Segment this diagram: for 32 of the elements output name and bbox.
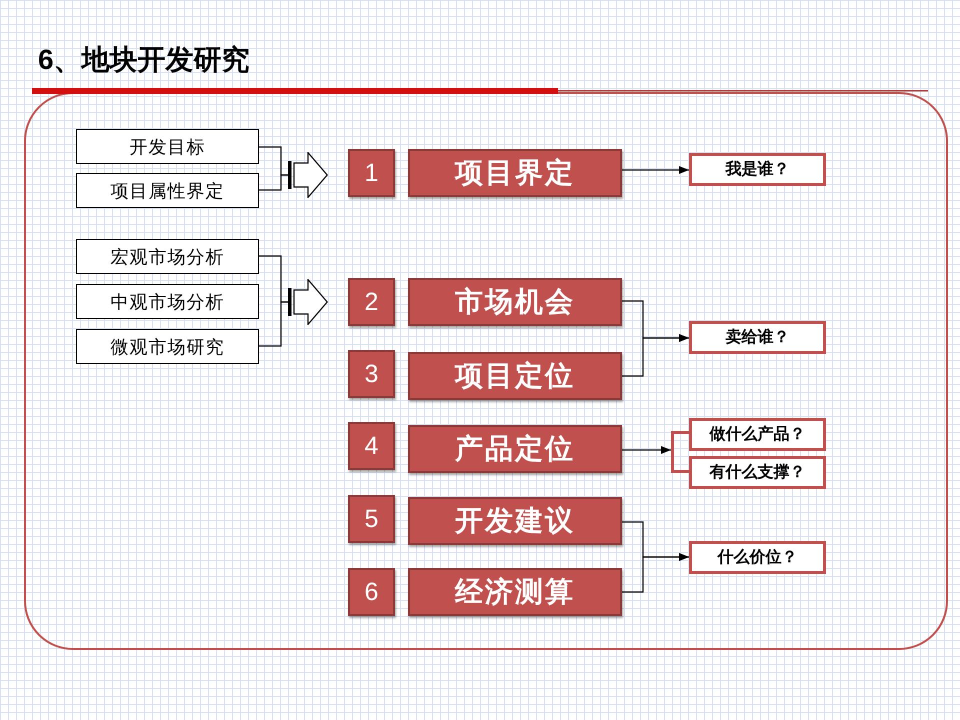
page-title: 6、地块开发研究 (38, 43, 250, 77)
block-arrow (288, 279, 328, 325)
connector-line (259, 301, 288, 347)
step-number-box: 2 (348, 278, 395, 326)
step-number-box: 5 (348, 495, 395, 543)
arrow (622, 553, 689, 593)
step-number-box: 6 (348, 568, 395, 616)
step-number-box: 3 (348, 350, 395, 398)
question-box: 卖给谁？ (689, 321, 826, 354)
step-box: 项目界定 (408, 149, 622, 197)
topic-box: 开发目标 (76, 129, 259, 164)
arrow (622, 446, 671, 454)
step-box: 项目定位 (408, 352, 622, 400)
topic-box: 微观市场研究 (76, 329, 259, 364)
arrow (622, 166, 689, 174)
question-box: 有什么支撑？ (689, 456, 826, 489)
question-box: 我是谁？ (689, 153, 826, 186)
step-box: 产品定位 (408, 425, 622, 473)
block-arrow (288, 152, 328, 198)
connector-line (259, 174, 288, 191)
topic-box: 中观市场分析 (76, 284, 259, 319)
step-number-box: 1 (348, 149, 395, 197)
step-box: 市场机会 (408, 278, 622, 326)
topic-box: 宏观市场分析 (76, 239, 259, 274)
step-number-box: 4 (348, 422, 395, 470)
arrow (622, 334, 689, 377)
step-box: 开发建议 (408, 497, 622, 545)
topic-box: 项目属性界定 (76, 173, 259, 208)
bracket (671, 431, 689, 473)
question-box: 什么价位？ (689, 541, 826, 574)
question-box: 做什么产品？ (689, 418, 826, 451)
step-box: 经济测算 (408, 568, 622, 616)
